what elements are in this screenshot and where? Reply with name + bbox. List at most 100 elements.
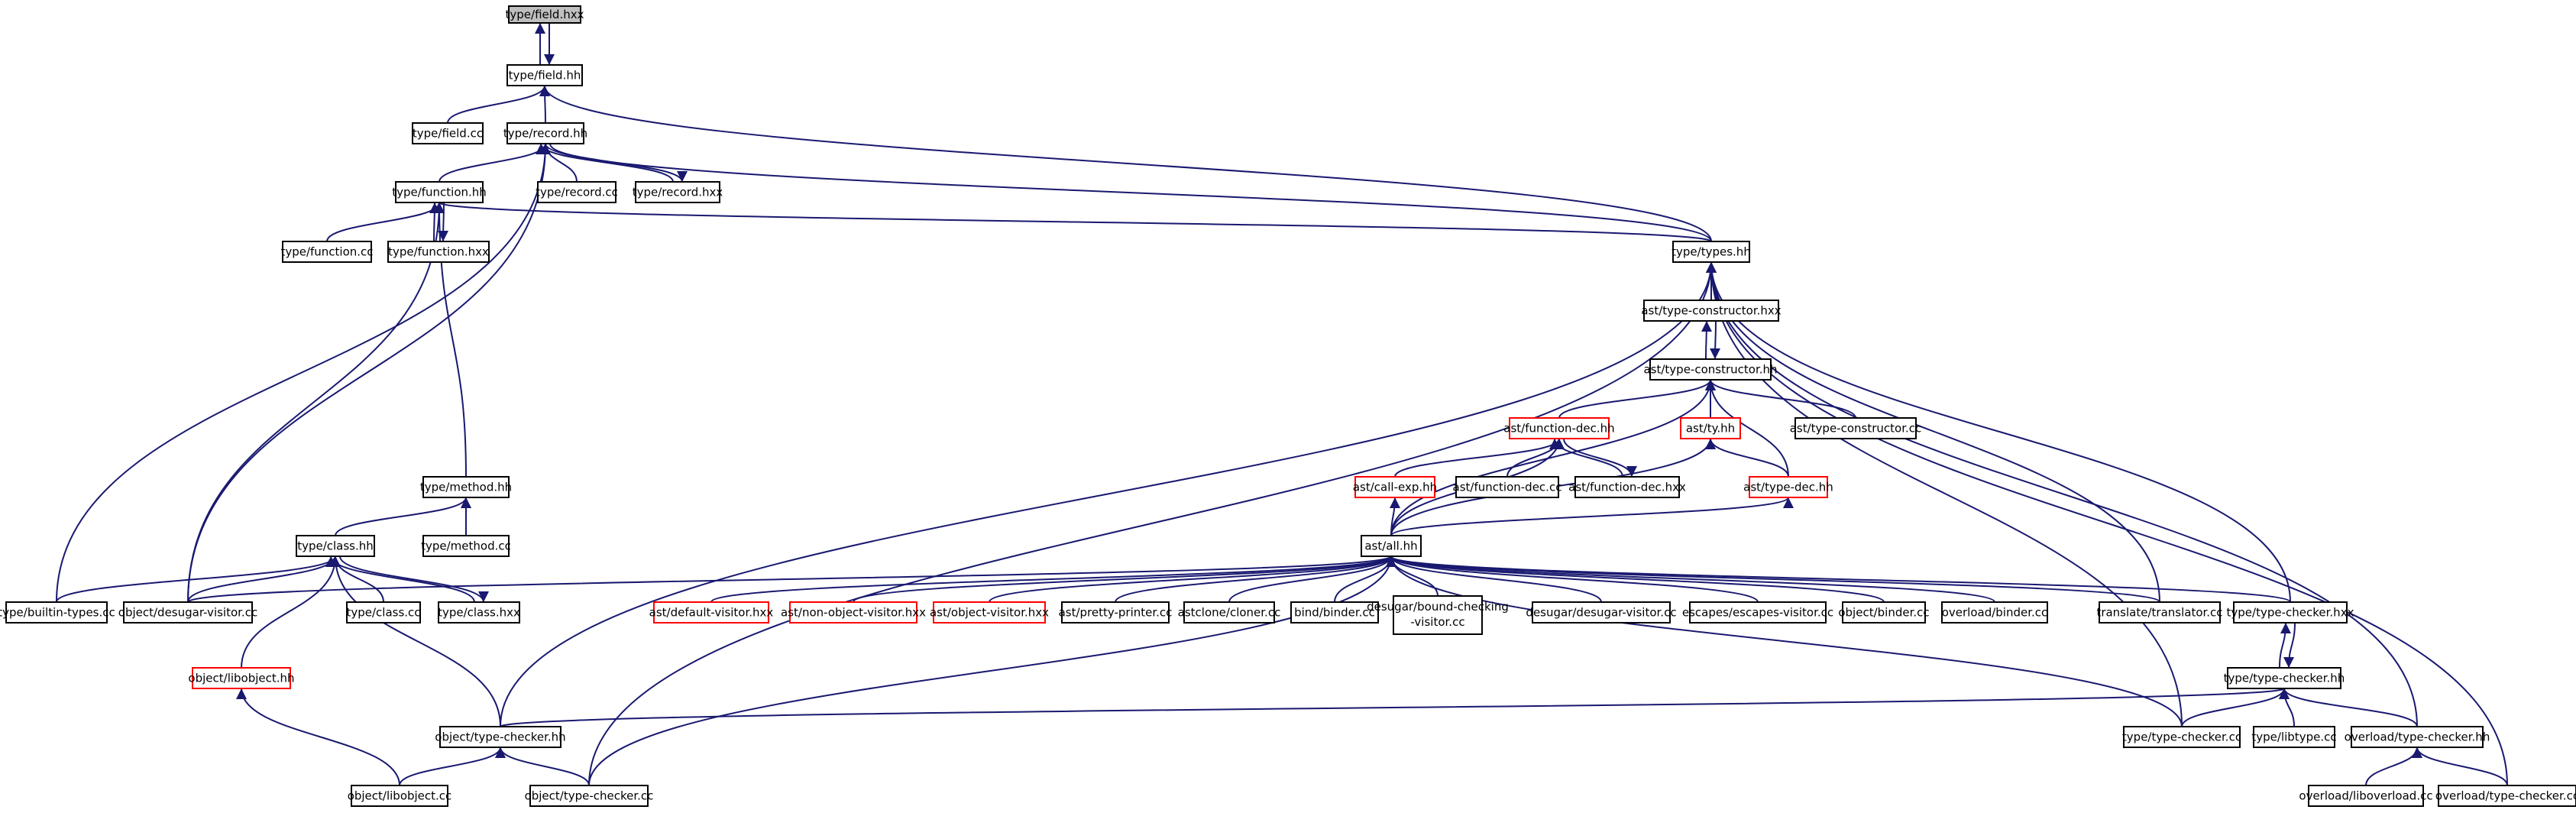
node-object-binder-cc[interactable]: object/binder.cc xyxy=(1838,601,1930,624)
node-type-record-cc[interactable]: type/record.cc xyxy=(536,181,618,203)
edge-n18-to-n13 xyxy=(1705,438,1789,478)
node-ast-type-constructor-hxx[interactable]: ast/type-constructor.hxx xyxy=(1641,300,1782,322)
node-type-libtype-cc[interactable]: type/libtype.cc xyxy=(2251,726,2337,748)
edge-n4-to-n8 xyxy=(438,202,449,242)
node-box xyxy=(2233,601,2348,624)
node-ast-all-hh[interactable]: ast/all.hh xyxy=(1361,535,1422,557)
edge-n22-to-n26 xyxy=(339,555,489,603)
node-ast-ty-hh[interactable]: ast/ty.hh xyxy=(1680,417,1741,439)
node-type-types-hh[interactable]: type/types.hh xyxy=(1671,241,1751,263)
node-object-libobject-hh[interactable]: object/libobject.hh xyxy=(188,667,295,689)
node-box xyxy=(1794,417,1917,439)
node-label: ast/ty.hh xyxy=(1686,422,1735,436)
node-label: type/method.cc xyxy=(421,539,511,553)
node-label: overload/type-checker.hh xyxy=(2345,730,2490,744)
node-object-libobject-cc[interactable]: object/libobject.cc xyxy=(348,785,452,807)
edge-n49-to-n9 xyxy=(1706,261,2508,786)
node-box xyxy=(2351,726,2484,748)
node-type-function-cc[interactable]: type/function.cc xyxy=(280,241,374,263)
node-ast-type-constructor-cc[interactable]: ast/type-constructor.cc xyxy=(1790,417,1922,439)
node-label: type/function.hxx xyxy=(388,245,489,259)
node-ast-type-dec-hh[interactable]: ast/type-dec.hh xyxy=(1743,476,1833,498)
node-ast-function-dec-hxx[interactable]: ast/function-dec.hxx xyxy=(1568,476,1686,498)
edge-n42-to-n9 xyxy=(1706,261,2160,603)
node-type-field-hh[interactable]: type/field.hh xyxy=(506,64,583,86)
node-box xyxy=(1672,241,1750,263)
node-type-type-checker-hh[interactable]: type/type-checker.hh xyxy=(2224,667,2345,689)
node-type-method-hh[interactable]: type/method.hh xyxy=(420,476,512,498)
node-overload-liboverload-cc[interactable]: overload/liboverload.cc xyxy=(2299,785,2433,807)
node-ast-type-constructor-hh[interactable]: ast/type-constructor.hh xyxy=(1643,358,1778,381)
node-label-line: -visitor.cc xyxy=(1410,615,1464,629)
node-box xyxy=(529,785,649,807)
node-label: type/record.hxx xyxy=(633,186,723,199)
edge-n2-to-n1 xyxy=(447,85,550,124)
node-type-type-checker-cc[interactable]: type/type-checker.cc xyxy=(2122,726,2241,748)
edge-n34-to-n19 xyxy=(1115,555,1396,603)
node-desugar-desugar-visitor-cc[interactable]: desugar/desugar-visitor.cc xyxy=(1526,601,1677,624)
node-box xyxy=(346,601,421,624)
edge-n26-to-n22 xyxy=(325,555,475,603)
node-ast-function-dec-hh[interactable]: ast/function-dec.hh xyxy=(1503,417,1615,439)
edge-layer xyxy=(56,22,2508,786)
node-label: type/type-checker.hh xyxy=(2224,672,2345,685)
node-ast-object-visitor-hxx[interactable]: ast/object-visitor.hxx xyxy=(930,601,1049,624)
node-type-record-hxx[interactable]: type/record.hxx xyxy=(633,181,723,203)
node-type-class-cc[interactable]: type/class.cc xyxy=(346,601,421,624)
node-type-field-hxx[interactable]: type/field.hxx xyxy=(506,5,584,24)
node-overload-binder-cc[interactable]: overload/binder.cc xyxy=(1941,601,2048,624)
node-ast-pretty-printer-cc[interactable]: ast/pretty-printer.cc xyxy=(1059,601,1173,624)
node-escapes-escapes-visitor-cc[interactable]: escapes/escapes-visitor.cc xyxy=(1682,601,1833,624)
node-label: object/type-checker.hh xyxy=(435,730,565,744)
node-overload-type-checker-hh[interactable]: overload/type-checker.hh xyxy=(2345,726,2490,748)
node-label: object/binder.cc xyxy=(1838,606,1929,620)
node-bind-binder-cc[interactable]: bind/binder.cc xyxy=(1290,601,1379,624)
node-label: escapes/escapes-visitor.cc xyxy=(1682,606,1833,620)
node-type-record-hh[interactable]: type/record.hh xyxy=(503,122,587,144)
edge-n18-to-n11 xyxy=(1705,379,1789,478)
node-box xyxy=(422,535,510,557)
edge-n28-to-n22 xyxy=(330,555,501,727)
node-box xyxy=(123,601,253,624)
node-overload-type-checker-cc[interactable]: overload/type-checker.cc xyxy=(2435,785,2576,807)
node-astclone-cloner-cc[interactable]: astclone/cloner.cc xyxy=(1178,601,1281,624)
node-type-function-hxx[interactable]: type/function.hxx xyxy=(387,241,490,263)
node-label: type/types.hh xyxy=(1671,245,1751,259)
edge-n30-to-n19 xyxy=(588,555,1396,786)
node-label: object/libobject.hh xyxy=(188,672,294,685)
node-label: ast/non-object-visitor.hxx xyxy=(781,606,926,620)
node-type-builtin-types-cc[interactable]: type/builtin-types.cc xyxy=(0,601,115,624)
node-label: ast/all.hh xyxy=(1364,539,1417,553)
node-desugar-bound-checking-visitor-cc[interactable]: desugar/bound-checking-visitor.cc xyxy=(1367,595,1509,635)
node-ast-call-exp-hh[interactable]: ast/call-exp.hh xyxy=(1353,476,1437,498)
node-label: type/function.cc xyxy=(280,245,373,259)
node-box xyxy=(2123,726,2241,748)
node-box xyxy=(537,181,616,203)
node-ast-default-visitor-hxx[interactable]: ast/default-visitor.hxx xyxy=(649,601,774,624)
node-type-type-checker-hxx[interactable]: type/type-checker.hxx xyxy=(2227,601,2354,624)
node-type-method-cc[interactable]: type/method.cc xyxy=(421,535,511,557)
node-object-type-checker-cc[interactable]: object/type-checker.cc xyxy=(525,785,654,807)
edge-n7-to-n4 xyxy=(326,202,445,242)
node-box xyxy=(1649,358,1772,381)
node-label: type/record.hh xyxy=(503,127,587,141)
node-translate-translator-cc[interactable]: translate/translator.cc xyxy=(2096,601,2223,624)
edge-n49-to-n47 xyxy=(2412,747,2508,786)
node-ast-non-object-visitor-hxx[interactable]: ast/non-object-visitor.hxx xyxy=(781,601,926,624)
edge-n42-to-n19 xyxy=(1386,555,2160,603)
node-ast-function-dec-cc[interactable]: ast/function-dec.cc xyxy=(1453,476,1562,498)
node-box xyxy=(438,601,520,624)
node-object-type-checker-hh[interactable]: object/type-checker.hh xyxy=(435,726,566,748)
node-label: type/field.hh xyxy=(509,69,581,83)
node-type-field-cc[interactable]: type/field.cc xyxy=(412,122,484,144)
node-label: ast/pretty-printer.cc xyxy=(1059,606,1173,620)
edge-n29-to-n27 xyxy=(236,688,400,786)
node-type-class-hh[interactable]: type/class.hh xyxy=(296,535,375,557)
node-type-function-hh[interactable]: type/function.hh xyxy=(392,181,487,203)
edge-n45-to-n9 xyxy=(1706,261,2183,727)
node-box xyxy=(1361,535,1422,557)
node-box xyxy=(508,5,581,24)
node-object-desugar-visitor-cc[interactable]: object/desugar-visitor.cc xyxy=(118,601,257,624)
node-type-class-hxx[interactable]: type/class.hxx xyxy=(438,601,520,624)
